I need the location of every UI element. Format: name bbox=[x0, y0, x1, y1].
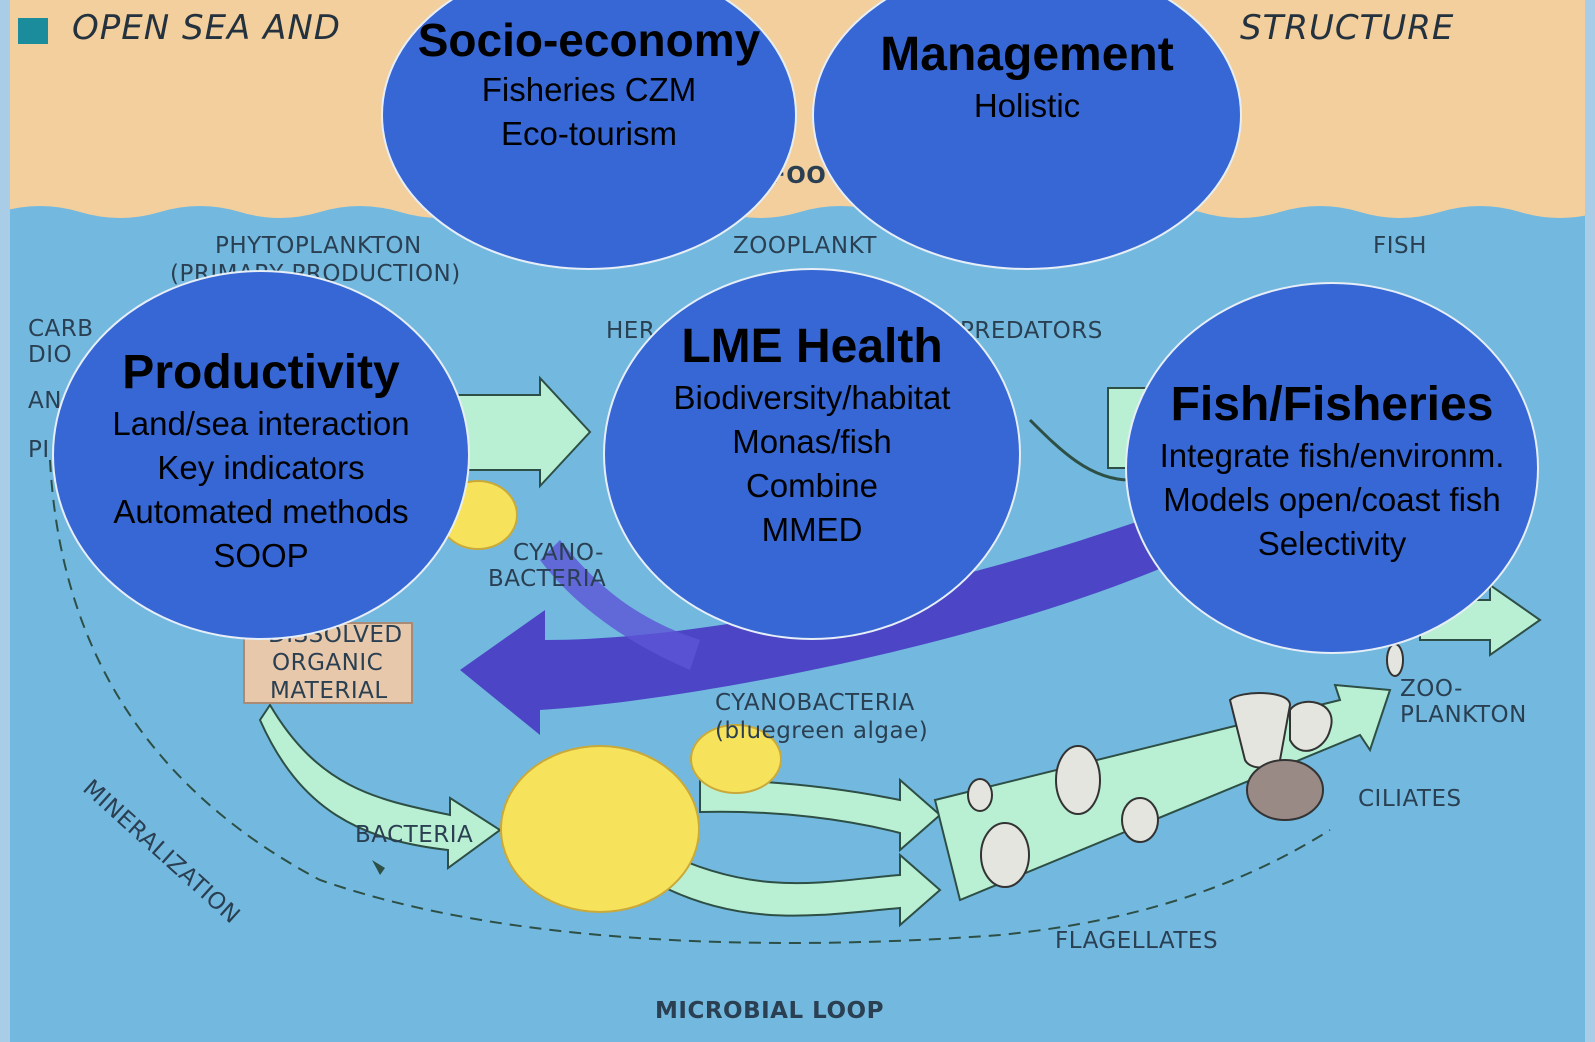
organism-flagellate-1 bbox=[1055, 745, 1101, 815]
label-bluegreen: (bluegreen algae) bbox=[715, 718, 929, 744]
header-marker bbox=[18, 18, 48, 44]
fish-line-3: Selectivity bbox=[1257, 525, 1407, 562]
header-title-right: STRUCTURE bbox=[1240, 8, 1455, 48]
lme-line-3: Combine bbox=[745, 467, 879, 504]
flow-arrow-doc-bacteria bbox=[258, 703, 502, 870]
productivity-line-4: SOOP bbox=[213, 537, 309, 574]
socio-line-1: Fisheries CZM bbox=[481, 71, 697, 108]
organism-flagellate-2 bbox=[1121, 797, 1159, 843]
productivity-line-1: Land/sea interaction bbox=[112, 405, 410, 442]
label-cyanobacteria: CYANOBACTERIA bbox=[715, 690, 915, 716]
label-zooplankton-top: ZOOPLANKT bbox=[733, 233, 877, 259]
label-pi: PI bbox=[28, 437, 50, 463]
label-carb: CARB bbox=[28, 316, 94, 342]
circle-fish-fisheries: Fish/Fisheries Integrate fish/environm. … bbox=[1125, 282, 1539, 654]
socio-title: Socio-economy bbox=[417, 14, 761, 66]
circle-socio-economy: Socio-economy Fisheries CZM Eco-tourism bbox=[381, 0, 797, 270]
cyanobacteria-blob bbox=[690, 724, 782, 794]
productivity-line-2: Key indicators bbox=[157, 449, 365, 486]
flow-arrow-lower bbox=[648, 848, 942, 928]
organism-ciliate-2 bbox=[1289, 700, 1333, 752]
socio-line-2: Eco-tourism bbox=[500, 115, 678, 152]
fish-title: Fish/Fisheries bbox=[1170, 378, 1494, 431]
label-zoo: ZOO- bbox=[1400, 676, 1463, 702]
label-bacteria-a: BACTERIA bbox=[488, 566, 607, 592]
organism-ciliate-striped bbox=[1246, 759, 1324, 821]
organism-ciliate-1 bbox=[1228, 692, 1292, 769]
mineralization-loop bbox=[49, 459, 1331, 944]
flow-arrow-bacteria-ciliates bbox=[699, 777, 942, 853]
label-ciliates: CILIATES bbox=[1358, 786, 1462, 812]
label-dio: DIO bbox=[28, 342, 73, 368]
left-edge-stripe bbox=[0, 0, 10, 1042]
bacteria-blob bbox=[500, 745, 700, 913]
right-edge-stripe bbox=[1585, 0, 1595, 1042]
label-organic: ORGANIC bbox=[272, 650, 384, 676]
label-flagellates: FLAGELLATES bbox=[1055, 928, 1219, 954]
label-microbial-loop: MICROBIAL LOOP bbox=[655, 998, 884, 1024]
management-line-1: Holistic bbox=[973, 87, 1081, 124]
productivity-title: Productivity bbox=[122, 346, 400, 399]
lme-line-2: Monas/fish bbox=[732, 423, 892, 460]
label-phytoplankton: PHYTOPLANKTON bbox=[215, 233, 422, 259]
label-an: AN bbox=[28, 388, 62, 414]
lme-line-1: Biodiversity/habitat bbox=[673, 379, 951, 416]
fish-trail bbox=[1028, 418, 1131, 482]
fish-line-1: Integrate fish/environm. bbox=[1159, 437, 1505, 474]
lme-line-4: MMED bbox=[761, 511, 863, 548]
label-cyano: CYANO- bbox=[513, 540, 604, 566]
zooplankton-organism bbox=[1386, 643, 1404, 677]
header-title-left: OPEN SEA AND bbox=[72, 8, 341, 48]
loop-arrowhead bbox=[372, 860, 385, 875]
label-material: MATERIAL bbox=[270, 678, 388, 704]
label-plankton: PLANKTON bbox=[1400, 702, 1527, 728]
organism-flagellate-4 bbox=[967, 778, 993, 812]
management-title: Management bbox=[880, 28, 1174, 81]
label-bacteria: BACTERIA bbox=[355, 822, 474, 848]
circle-management: Management Holistic bbox=[812, 0, 1242, 270]
lme-title: LME Health bbox=[681, 320, 943, 373]
label-fish: FISH bbox=[1373, 233, 1427, 259]
productivity-line-3: Automated methods bbox=[113, 493, 409, 530]
organism-flagellate-3 bbox=[980, 822, 1030, 888]
circle-productivity: Productivity Land/sea interaction Key in… bbox=[52, 270, 470, 640]
blue-arrow-shadow bbox=[540, 540, 700, 670]
fish-line-2: Models open/coast fish bbox=[1163, 481, 1501, 518]
circle-lme-health: LME Health Biodiversity/habitat Monas/fi… bbox=[603, 268, 1021, 640]
label-predators: PREDATORS bbox=[960, 318, 1103, 344]
